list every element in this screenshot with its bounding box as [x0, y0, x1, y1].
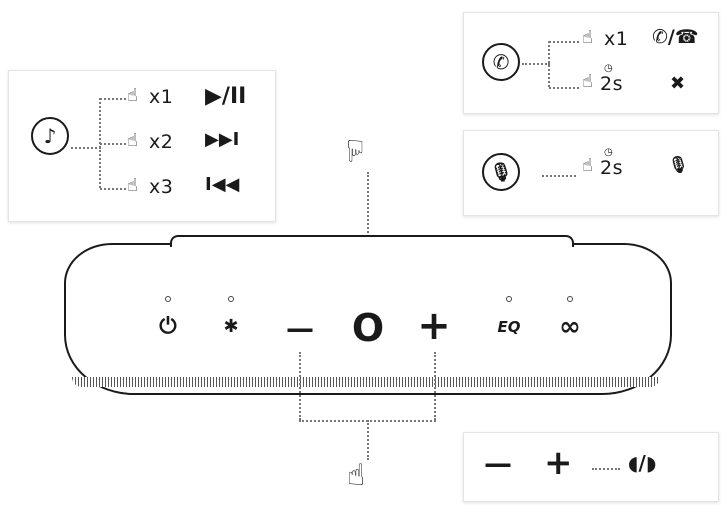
tap-count-3: x3 [149, 176, 174, 198]
connector-line [542, 175, 576, 177]
microphone-icon: 🎙 [482, 153, 520, 191]
party-link-button[interactable]: ∞ [559, 312, 581, 342]
link-led [567, 296, 573, 302]
connector-line [71, 147, 101, 149]
speaker-top-edge [170, 235, 574, 247]
previous-track-icon: I◀◀ [205, 174, 240, 195]
mic-mute-icon: 🎙 [668, 155, 689, 174]
tap-count-1: x1 [604, 28, 629, 50]
reject-call-icon: ✖ [670, 73, 686, 94]
bluetooth-button[interactable]: ✱ [223, 316, 239, 337]
tap-hand-icon: ☝ [346, 132, 365, 167]
connector-line [434, 352, 436, 420]
eq-button[interactable]: EQ [497, 318, 521, 336]
tap-hand-icon: ☝ [582, 27, 593, 48]
connector-line [100, 98, 126, 100]
connector-line [548, 41, 550, 87]
power-button[interactable]: ⏻ [159, 314, 177, 339]
tap-count-2: x2 [149, 131, 174, 153]
clock-icon: ◷ [604, 147, 613, 158]
mic-controls-panel: 🎙 ☝ ◷ 2s 🎙 [463, 130, 719, 216]
multifunction-button[interactable]: O [351, 306, 385, 350]
speaker-grill [72, 377, 660, 387]
power-led [165, 296, 171, 302]
tap-hand-icon: ☝ [582, 155, 593, 176]
connector-line [100, 188, 126, 190]
bluetooth-led [228, 296, 234, 302]
volume-minus-symbol: — [484, 447, 512, 480]
connector-line [592, 468, 620, 470]
hold-duration: 2s [600, 157, 623, 179]
tap-hand-icon: ☝ [127, 175, 138, 196]
connector-line [522, 63, 550, 65]
hold-duration: 2s [600, 73, 623, 95]
volume-level-icon: ◖/◗ [628, 451, 657, 475]
clock-icon: ◷ [604, 63, 613, 74]
connector-line [549, 41, 579, 43]
eq-led [506, 296, 512, 302]
tap-hand-icon: ☝ [347, 458, 366, 493]
call-controls-panel: ✆ ☝ x1 ✆/☎ ☝ ◷ 2s ✖ [463, 12, 719, 114]
volume-controls-panel: — + ◖/◗ [463, 432, 719, 502]
play-pause-icon: ▶/II [205, 84, 247, 109]
music-note-icon: ♪ [31, 117, 69, 155]
tap-count-1: x1 [149, 86, 174, 108]
phone-icon: ✆ [482, 43, 520, 81]
music-controls-panel: ♪ ☝ x1 ▶/II ☝ x2 ▶▶I ☝ x3 I◀◀ [8, 70, 276, 222]
connector-line [549, 87, 579, 89]
tap-hand-icon: ☝ [582, 71, 593, 92]
connector-line [299, 352, 301, 420]
tap-hand-icon: ☝ [127, 130, 138, 151]
volume-up-button[interactable]: + [417, 303, 451, 349]
answer-end-call-icon: ✆/☎ [652, 26, 699, 48]
connector-line [100, 143, 126, 145]
tap-hand-icon: ☝ [127, 85, 138, 106]
next-track-icon: ▶▶I [205, 129, 240, 150]
connector-line [367, 420, 369, 460]
volume-plus-symbol: + [544, 443, 573, 483]
volume-down-button[interactable]: — [286, 312, 314, 345]
